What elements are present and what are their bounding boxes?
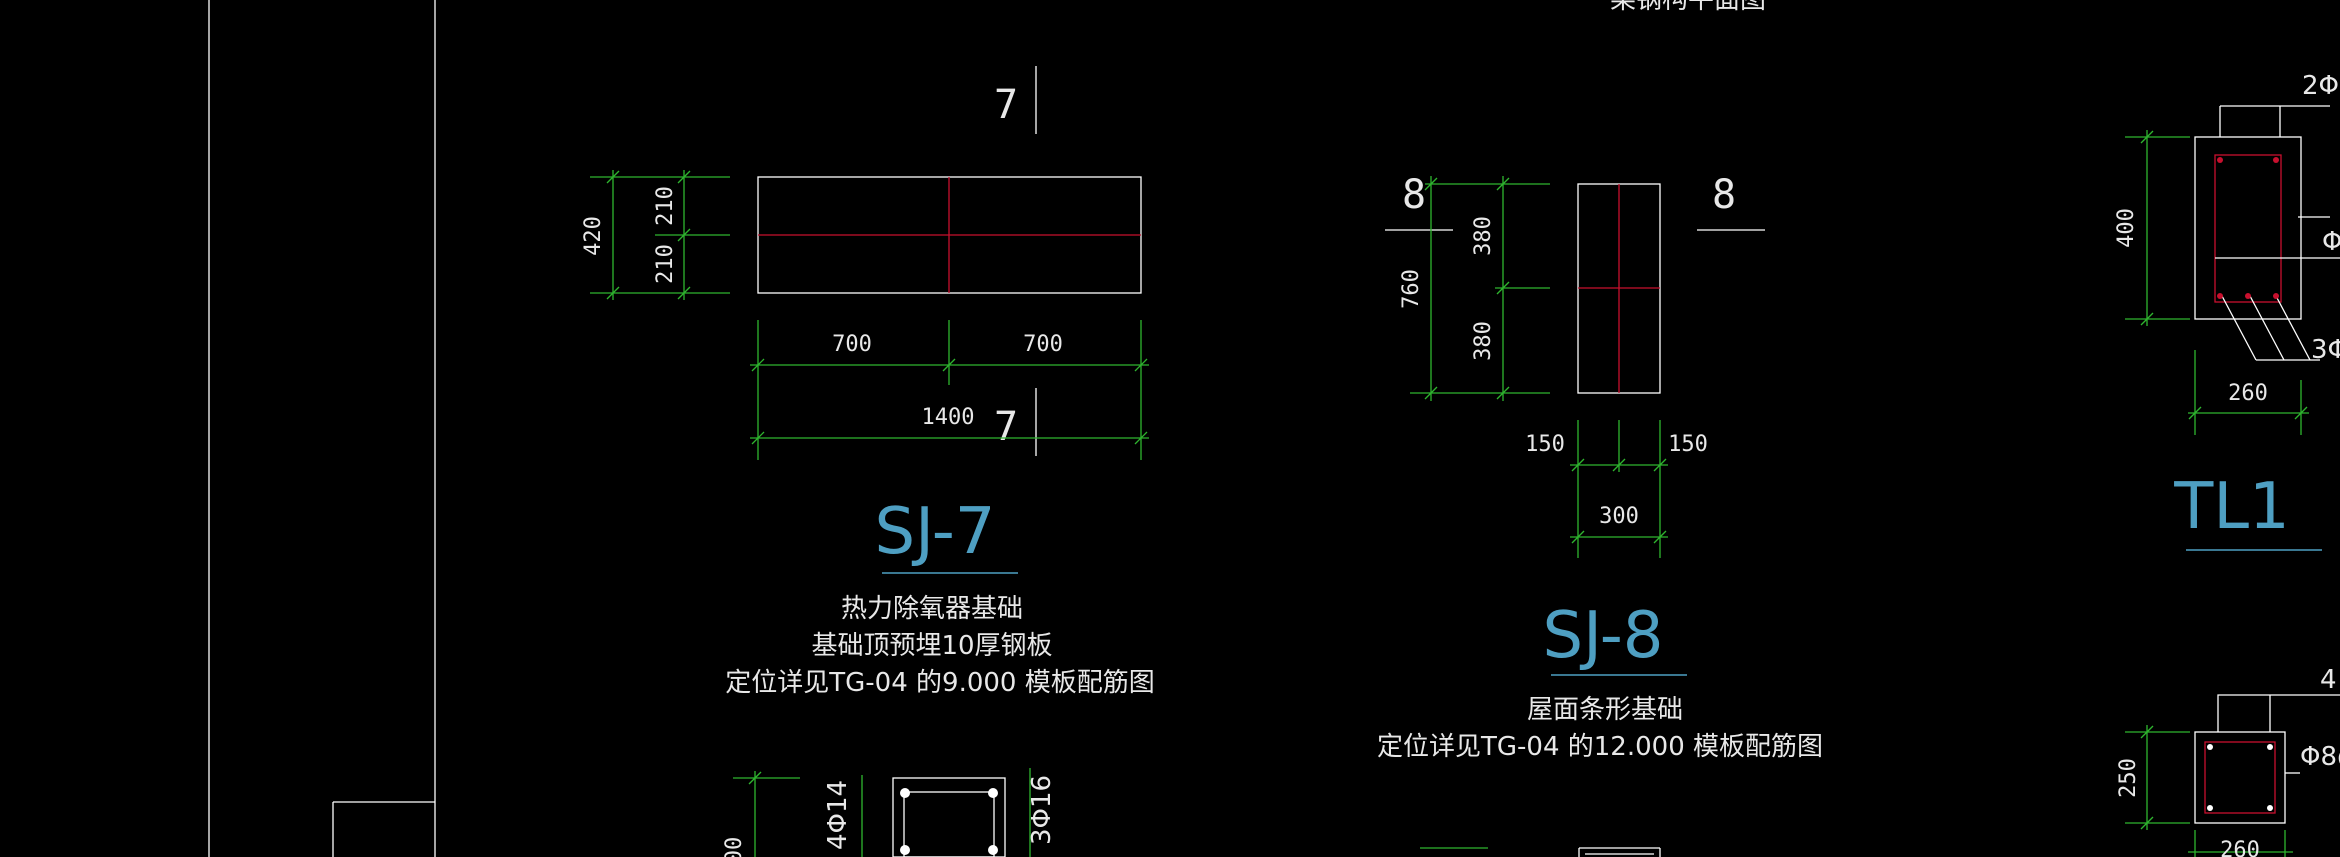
tl1-title: TL1 [2173,470,2289,544]
br-label-top: 4 [2320,665,2337,695]
bl-section-outline [892,777,1006,857]
sj8-title: SJ-8 [1542,599,1663,673]
br-width-dim: 260 [2220,838,2260,857]
tl1-bottom-label: 3Φ [2311,335,2340,365]
sj7-horizontal-dims [750,320,1149,460]
left-frame [208,0,436,857]
br-stirrup [2204,741,2276,814]
tl1-stirrup [2214,154,2282,303]
header-text: 某钢构平面图 [1610,0,1766,15]
sj8-note-1: 屋面条形基础 [1527,695,1683,725]
tl1-top-label: 2Φ1 [2302,71,2340,101]
sj7-note-3: 定位详见TG-04 的9.000 模板配筋图 [725,668,1154,698]
sj8-dim-bottom: 300 [1599,504,1639,529]
bottom-left-detail: 4Φ14 3Φ16 00 [722,768,1057,857]
bottom-right-detail: 250 260 4 Φ8@ [2116,665,2340,857]
sj8-note-2: 定位详见TG-04 的12.000 模板配筋图 [1377,732,1823,762]
sj8-detail: 8 8 760 380 380 [1377,172,1823,857]
sj8-dim-upper: 380 [1471,216,1496,256]
sj7-note-2: 基础顶预埋10厚钢板 [811,631,1052,661]
sj8-dim-left-edge: 150 [1525,432,1565,457]
br-label-side: Φ8@ [2300,742,2340,772]
sj7-dim-left-total: 420 [581,216,606,256]
sj7-dim-half-left: 700 [832,332,872,357]
sj7-dim-left-upper: 210 [653,186,678,226]
br-section-outline [2194,731,2286,824]
sj7-title: SJ-7 [874,495,995,569]
sj8-vertical-dims [1410,176,1550,401]
sj8-dim-lower: 380 [1471,321,1496,361]
bl-dim: 00 [722,837,747,857]
tl1-detail: 400 260 2Φ1 Φ 3Φ TL1 [2114,71,2340,551]
sj7-section-mark-bottom: 7 [994,404,1018,450]
tl1-height-dim: 400 [2114,208,2139,248]
sj7-detail: 7 7 420 210 210 [581,66,1155,698]
sj7-section-mark-top: 7 [994,82,1018,128]
sj7-note-1: 热力除氧器基础 [841,594,1023,624]
tl1-width-dim: 260 [2228,381,2268,406]
tl1-section-outline [2194,136,2302,320]
sj8-dim-right-edge: 150 [1668,432,1708,457]
br-height-dim: 250 [2116,758,2141,798]
sj7-vertical-dims [590,170,730,300]
sj8-dim-left-total: 760 [1399,269,1424,309]
bl-top-bar-label: 4Φ14 [823,780,853,850]
sj8-section-mark-right: 8 [1712,172,1736,218]
tl1-side-label: Φ [2322,227,2340,257]
sj8-horizontal-dims [1570,420,1668,558]
sj7-dim-left-lower: 210 [653,244,678,284]
bl-bottom-bar-label: 3Φ16 [1027,775,1057,845]
sj7-dim-half-right: 700 [1023,332,1063,357]
sj8-section-mark-left: 8 [1402,172,1426,218]
sj7-dim-total: 1400 [922,405,975,430]
